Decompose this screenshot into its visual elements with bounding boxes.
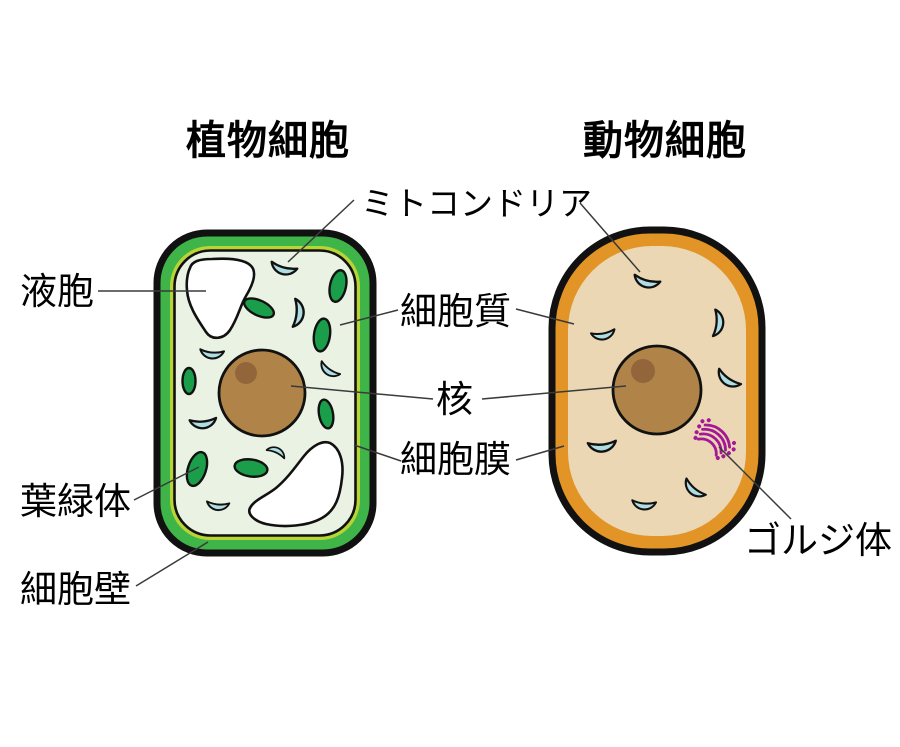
- golgi-arc: [696, 437, 718, 457]
- golgi-arc: [701, 427, 727, 452]
- leader-cytoplasm-plant: [339, 309, 399, 326]
- leader-cell-wall: [135, 541, 209, 587]
- chloroplast-shape: [233, 458, 269, 478]
- animal-cell-title: 動物細胞: [583, 119, 747, 163]
- leader-mitochondria-animal: [579, 202, 641, 273]
- golgi-vesicle-dot: [700, 419, 705, 424]
- vacuole-shape: [248, 440, 344, 528]
- chloroplast-shape: [242, 297, 276, 319]
- animal-nucleus: [611, 344, 703, 436]
- label-mitochondria: ミトコンドリア: [361, 185, 592, 222]
- leader-membrane-plant: [353, 444, 402, 462]
- plant-nucleus: [217, 348, 307, 438]
- label-cell-wall: 細胞壁: [20, 569, 131, 610]
- leader-lines: [98, 199, 792, 587]
- leader-golgi: [718, 446, 792, 520]
- vacuole-shape: [185, 257, 256, 340]
- label-golgi: ゴルジ体: [744, 520, 892, 561]
- animal-nucleolus: [631, 359, 655, 383]
- leader-nucleus-plant: [290, 385, 434, 400]
- plant-chloroplasts: [181, 269, 348, 488]
- golgi-vesicles: [693, 418, 737, 460]
- label-cytoplasm: 細胞質: [400, 291, 511, 332]
- leader-cytoplasm-animal: [515, 308, 575, 325]
- leader-mitochondria-plant: [287, 199, 355, 263]
- plant-vacuoles: [185, 257, 344, 528]
- golgi-vesicle-dot: [694, 430, 699, 435]
- animal-cell: [548, 226, 766, 556]
- label-nucleus: 核: [436, 379, 473, 420]
- golgi-vesicle-dot: [731, 447, 736, 452]
- label-cell-membrane: 細胞膜: [400, 439, 511, 480]
- golgi-vesicle-dot: [732, 440, 737, 445]
- golgi-vesicle-dot: [715, 455, 720, 460]
- label-chloroplast: 葉緑体: [20, 481, 131, 522]
- chloroplast-shape: [185, 450, 209, 488]
- golgi-vesicle-dot: [721, 454, 726, 459]
- leader-chloroplast: [133, 466, 200, 501]
- plant-cell: [153, 229, 377, 557]
- golgi-arc: [703, 423, 732, 449]
- chloroplast-shape: [181, 366, 197, 396]
- leader-membrane-animal: [515, 445, 565, 461]
- golgi-vesicle-dot: [706, 418, 711, 423]
- plant-cell-title: 植物細胞: [186, 119, 350, 163]
- chloroplast-shape: [328, 269, 348, 303]
- chloroplast-shape: [312, 317, 332, 353]
- chloroplast-shape: [317, 398, 335, 430]
- plant-nucleolus: [235, 362, 257, 384]
- label-vacuole: 液胞: [20, 271, 94, 312]
- leader-nucleus-animal: [481, 385, 627, 400]
- golgi-vesicle-dot: [697, 424, 702, 429]
- golgi-vesicle-dot: [726, 451, 731, 456]
- golgi-vesicle-dot: [693, 435, 698, 440]
